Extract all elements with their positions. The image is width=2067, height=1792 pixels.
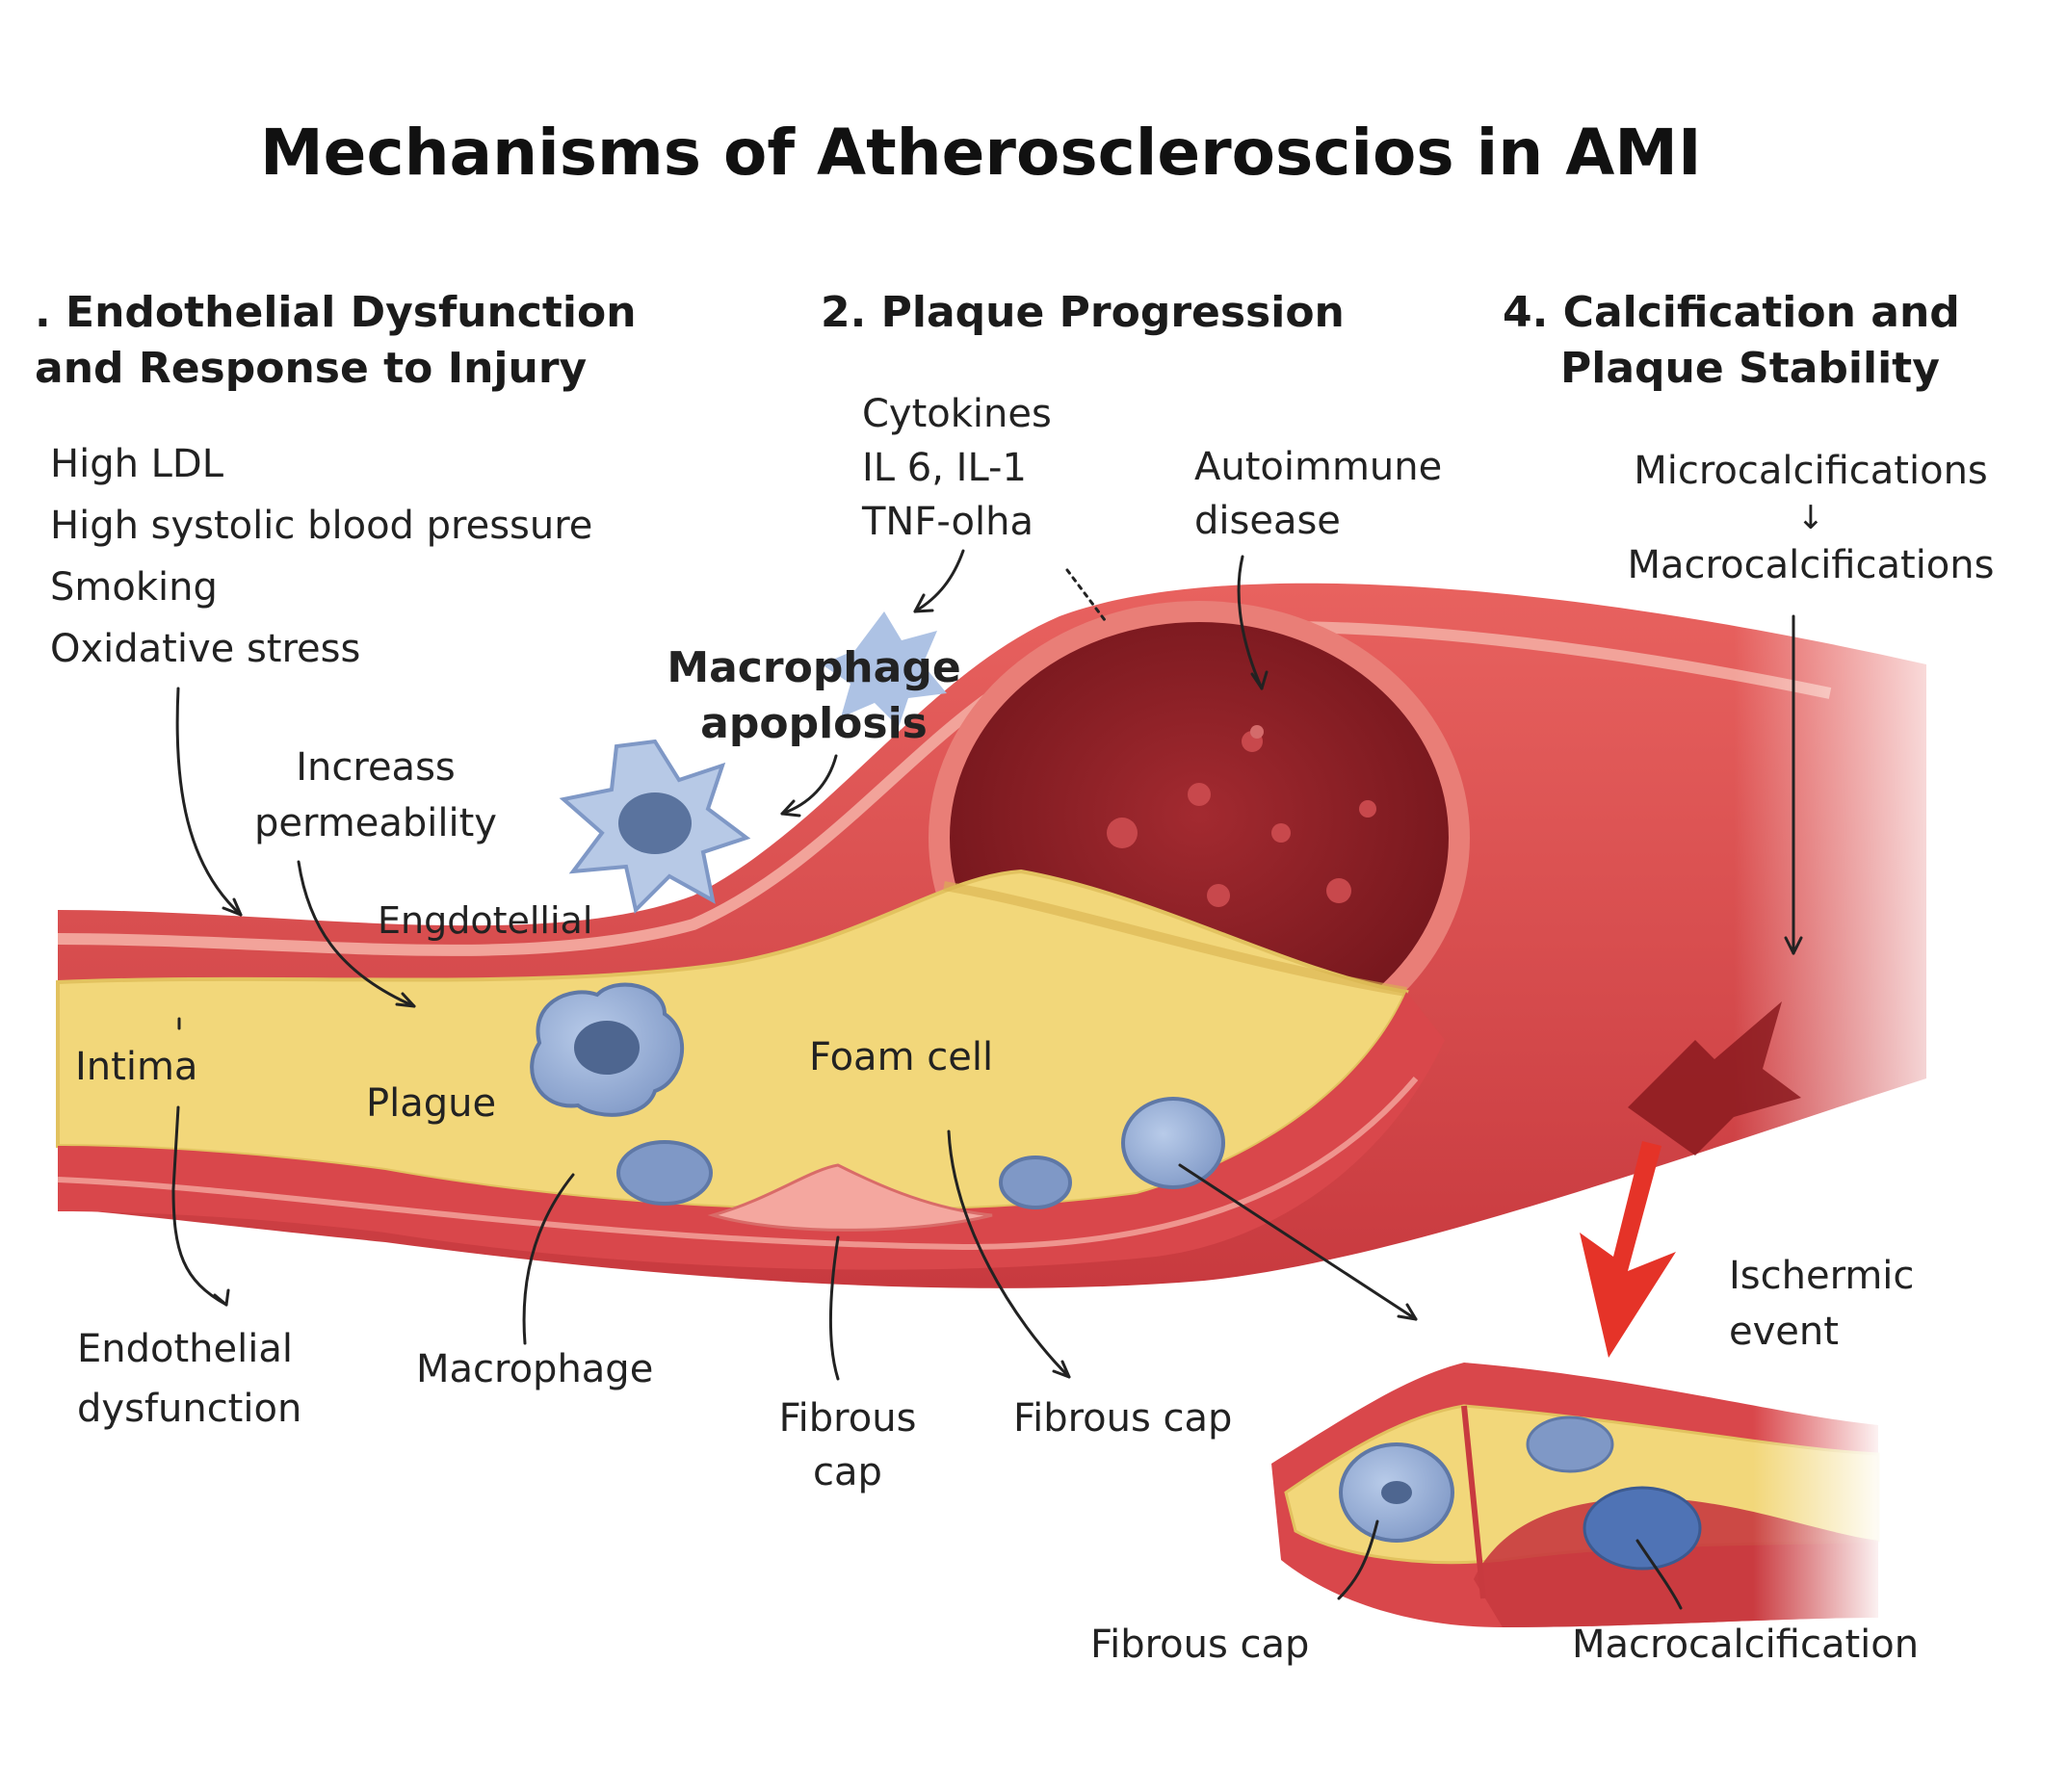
autoimmune-disease-label: Autoimmune disease [1194,445,1443,543]
floating-macrophage-top [822,611,947,727]
callout-lines [171,549,1803,1610]
plaque-label: Plague [366,1081,497,1126]
section-1-heading: . Endothelial Dysfunction and Response t… [35,288,637,393]
fibrous-cap-bottom-label: Fibrous cap [1090,1623,1310,1667]
arrow-down-icon: ↓ [1796,499,1825,537]
risk-factors-list: High LDL High systolic blood pressure Sm… [50,433,592,680]
vessel-inner-layer [57,621,1832,956]
vessel-lower-wall [58,992,1445,1270]
calcification-sequence: Microcalcifications ↓ Macrocalcification… [1599,443,2023,593]
macrocalcifications-label: Macrocalcifications [1627,543,1995,587]
risk-factor-item: Smoking [50,565,218,610]
increased-permeability-label: Increass permeability [254,745,497,845]
fibrous-cap-center-label: Fibrous cap [1013,1396,1233,1441]
endothelial-layer-label: Engdotellial [378,899,593,942]
risk-factor-item: High LDL [50,442,224,486]
ischemic-arrow [1580,1141,1676,1358]
intima-label: Intima [75,1045,198,1089]
macrophage-apoptosis-label: Macrophage apoplosis [667,643,961,748]
floating-macrophage-mid [559,739,751,914]
risk-factor-item: Oxidative stress [50,627,361,671]
macrophage-cell-large [530,982,684,1117]
macrocalcification-label: Macrocalcification [1572,1623,1920,1667]
page-title: Mechanisms of Atheroscleroscios in AMI [260,116,1702,190]
section-2-heading: 2. Plaque Progression [821,288,1345,337]
plaque-cell-3 [1121,1097,1225,1189]
microcalcifications-label: Microcalcifications [1634,449,1988,493]
cytokines-label: Cytokines IL 6, IL-1 TNF-olha [862,392,1052,544]
macrophage-label: Macrophage [416,1347,654,1391]
plaque-rupture [1628,1001,1801,1156]
foam-cell-label: Foam cell [809,1035,994,1079]
fibrous-cap-lump [707,1163,993,1232]
ischemic-event-label: Ischermic event [1729,1254,1915,1354]
endothelial-dysfunction-label: Endothelial dysfunction [77,1327,302,1431]
plaque-cell-2 [999,1156,1072,1209]
section-4-heading: 4. Calcification and Plaque Stability [1503,288,1960,393]
plaque-cell-1 [616,1140,713,1206]
small-vessel [1271,1348,1888,1637]
fibrous-cap-stacked-label: Fibrous cap [778,1396,917,1494]
risk-factor-item: High systolic blood pressure [50,504,593,548]
